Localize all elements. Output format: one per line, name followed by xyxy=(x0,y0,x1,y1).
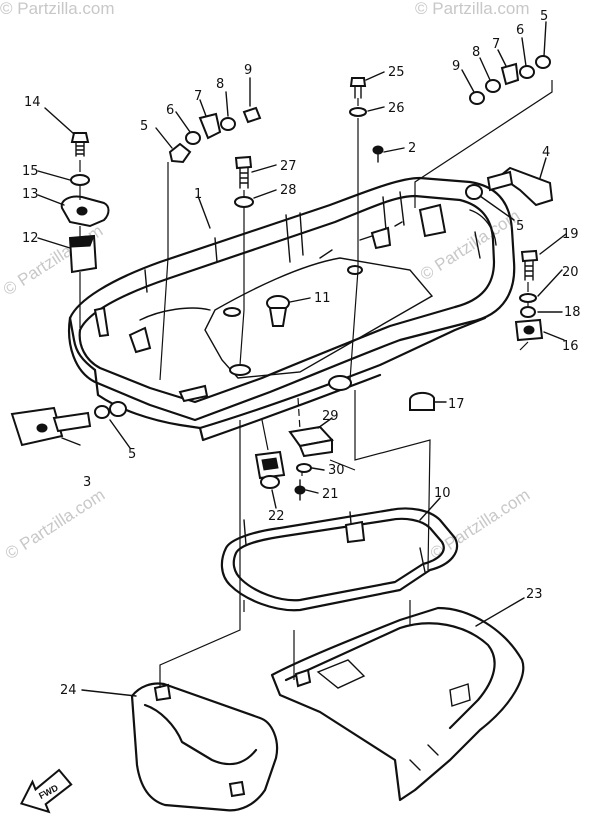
callout-3: 3 xyxy=(83,475,91,490)
grommet-5-right xyxy=(465,184,483,200)
callout-8: 8 xyxy=(472,45,480,60)
watermark: © Partzilla.com xyxy=(415,0,530,18)
callout-5: 5 xyxy=(516,219,524,234)
callout-19: 19 xyxy=(562,227,579,242)
callout-17: 17 xyxy=(448,397,465,412)
callout-30: 30 xyxy=(328,463,345,478)
leader-lines xyxy=(79,98,529,688)
callout-10: 10 xyxy=(434,486,451,501)
callout-13: 13 xyxy=(22,187,39,202)
callout-21: 21 xyxy=(322,487,339,502)
bolt-19 xyxy=(520,249,539,281)
washer-28 xyxy=(234,196,254,208)
callout-24: 24 xyxy=(60,683,77,698)
callout-7: 7 xyxy=(492,37,500,52)
bracket-line xyxy=(414,80,553,208)
washer-30 xyxy=(296,463,312,473)
grommet-5-left xyxy=(94,401,127,419)
callout-23: 23 xyxy=(526,587,543,602)
lever-3 xyxy=(10,406,92,447)
callout-8: 8 xyxy=(216,77,224,92)
washer-20 xyxy=(519,293,537,303)
callout-15: 15 xyxy=(22,164,39,179)
callout-5: 5 xyxy=(128,447,136,462)
callout-12: 12 xyxy=(22,231,39,246)
callout-5: 5 xyxy=(540,9,548,24)
callout-11: 11 xyxy=(314,291,331,306)
callout-5: 5 xyxy=(140,119,148,134)
watermark: © Partzilla.com xyxy=(2,485,108,563)
callout-9: 9 xyxy=(452,59,460,74)
callout-14: 14 xyxy=(24,95,41,110)
fastener-set-right xyxy=(469,55,551,105)
seal-10 xyxy=(220,507,458,612)
washer-26 xyxy=(349,107,367,117)
callouts: 14 15 13 12 3 5 5 6 7 8 9 27 28 1 11 25 … xyxy=(22,9,581,698)
callout-leaders xyxy=(37,21,567,697)
lever-4 xyxy=(486,166,554,207)
fastener-set-middle xyxy=(168,106,262,164)
callout-22: 22 xyxy=(268,509,285,524)
callout-7: 7 xyxy=(194,89,202,104)
bolt-27 xyxy=(234,155,253,189)
grommet-13 xyxy=(60,195,110,228)
bracket-29 xyxy=(288,425,334,458)
washer-15 xyxy=(70,174,90,186)
callout-16: 16 xyxy=(562,339,579,354)
callout-6: 6 xyxy=(516,23,524,38)
callout-25: 25 xyxy=(388,65,405,80)
callout-2: 2 xyxy=(408,141,416,156)
mount-16 xyxy=(514,318,544,342)
fwd-arrow-icon: FWD xyxy=(19,768,73,814)
apron-24 xyxy=(130,682,279,812)
callout-18: 18 xyxy=(564,305,581,320)
plug-11 xyxy=(266,295,290,327)
callout-20: 20 xyxy=(562,265,579,280)
switch-22 xyxy=(254,450,286,489)
callout-4: 4 xyxy=(542,145,550,160)
callout-1: 1 xyxy=(194,187,202,202)
callout-29: 29 xyxy=(322,409,339,424)
callout-9: 9 xyxy=(244,63,252,78)
collar-18 xyxy=(520,306,536,318)
mount-12 xyxy=(68,234,98,274)
bolt-14 xyxy=(70,132,90,157)
screw-21 xyxy=(294,479,306,501)
bolt-25 xyxy=(349,77,367,99)
screw-2 xyxy=(372,145,384,163)
grommet-17 xyxy=(409,392,435,411)
apron-23 xyxy=(270,606,525,802)
callout-27: 27 xyxy=(280,159,297,174)
callout-6: 6 xyxy=(166,103,174,118)
watermark: © Partzilla.com xyxy=(0,0,115,18)
callout-26: 26 xyxy=(388,101,405,116)
callout-28: 28 xyxy=(280,183,297,198)
